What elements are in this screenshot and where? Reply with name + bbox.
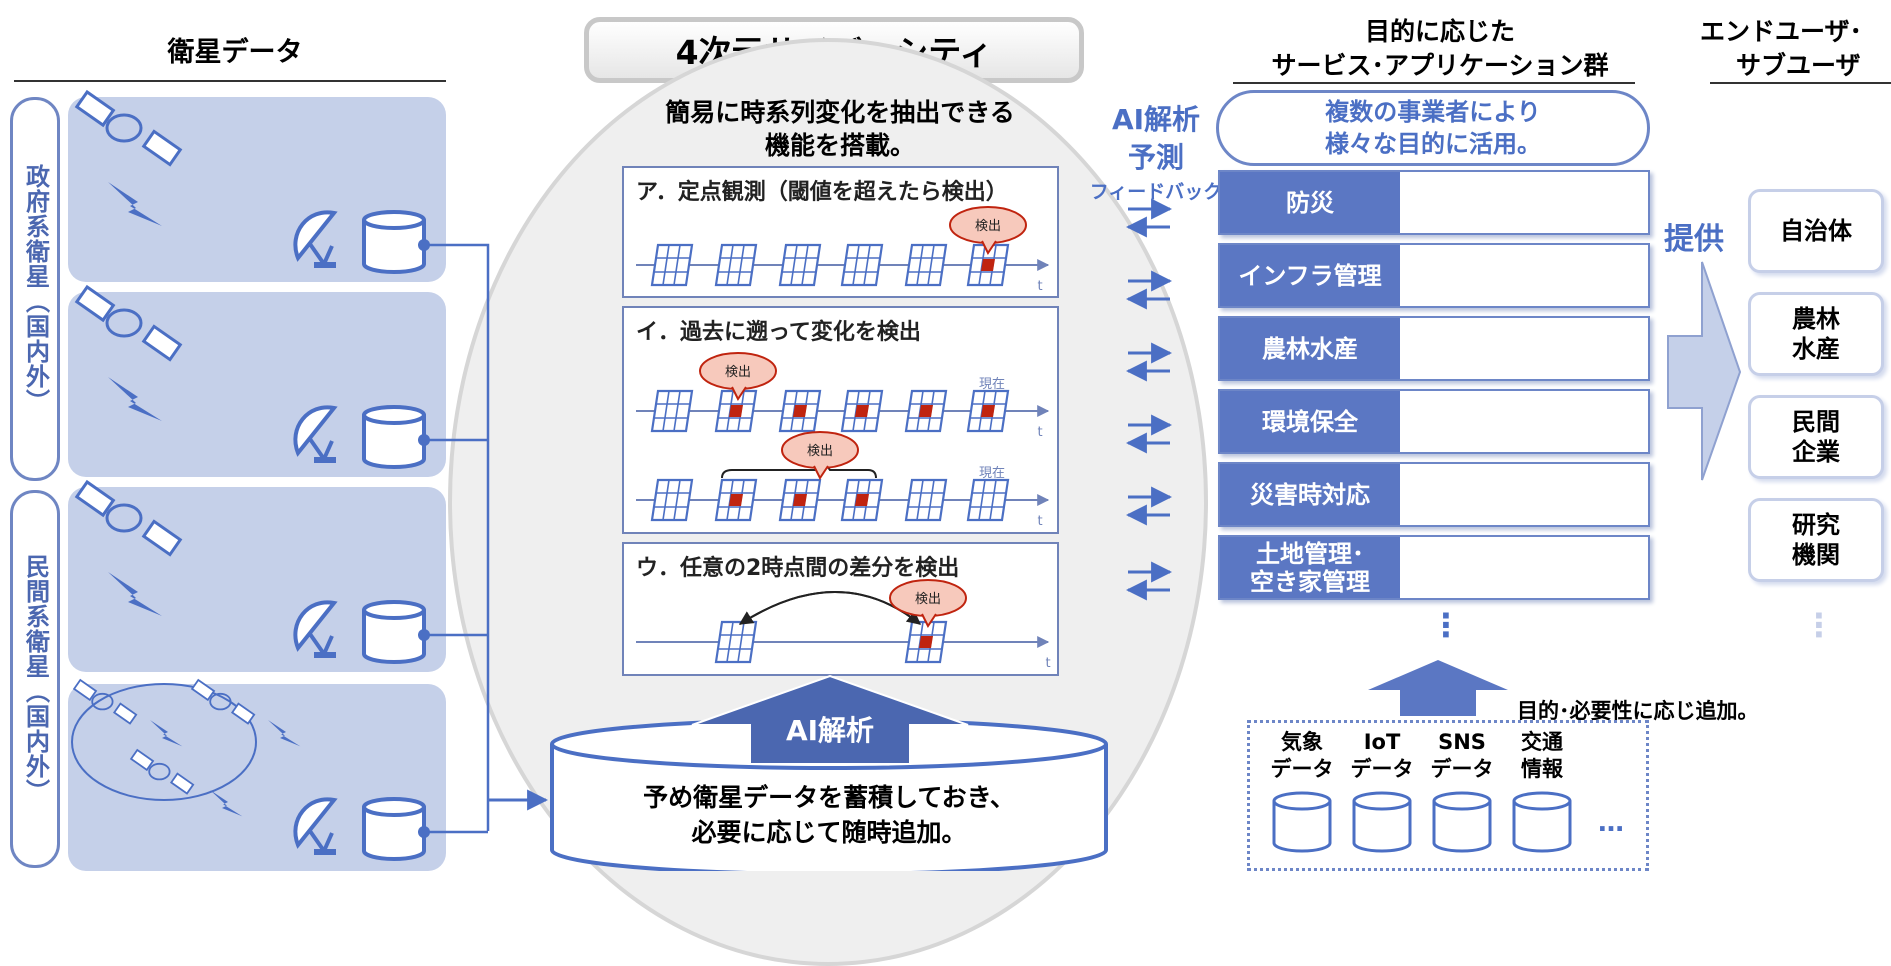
time-axis-label: t xyxy=(1037,279,1042,294)
storage-text-1: 予め衛星データを蓄積しておき、 xyxy=(643,783,1015,812)
time-axis-label: t xyxy=(1037,514,1042,529)
service-box-land-management[interactable]: 土地管理･ 空き家管理 xyxy=(1218,535,1650,600)
header-underline xyxy=(1710,82,1891,84)
satellite-icon xyxy=(75,90,182,167)
time-axis-label: t xyxy=(1037,425,1042,440)
feedback-arrow-icon xyxy=(1128,353,1170,371)
header-underline xyxy=(14,80,446,82)
service-box-agriculture[interactable]: 農林水産 xyxy=(1218,316,1650,381)
panel-difference: ウ．任意の2時点間の差分を検出 xyxy=(622,542,1059,676)
signal-bolt-icon xyxy=(108,377,162,421)
signal-bolt-icon xyxy=(210,790,243,817)
satellite-icon xyxy=(75,480,182,557)
service-box-disaster-prevention[interactable]: 防災 xyxy=(1218,170,1650,235)
header-end-users-1: エンドユーザ･ xyxy=(1700,17,1863,46)
database-icon xyxy=(362,600,426,664)
provide-label: 提供 xyxy=(1664,222,1724,257)
service-label: 防災 xyxy=(1220,172,1400,233)
user-agriculture[interactable]: 農林 水産 xyxy=(1748,292,1884,376)
user-label: 研究 機関 xyxy=(1792,511,1840,569)
header-end-users-2: サブユーザ xyxy=(1736,51,1861,80)
header-underline xyxy=(1233,82,1635,84)
add-note: 目的･必要性に応じ追加。 xyxy=(1517,699,1759,723)
antenna-dish-icon xyxy=(293,797,338,857)
header-services-1: 目的に応じた xyxy=(1364,17,1515,46)
database-icon xyxy=(1512,791,1572,853)
services-pill-line2: 様々な目的に活用。 xyxy=(1325,130,1541,158)
service-label: 環境保全 xyxy=(1220,391,1400,452)
signal-bolt-icon xyxy=(268,720,301,747)
panel-fixed-point-title: ア．定点観測（閾値を超えたら検出） xyxy=(636,180,1008,205)
user-label: 自治体 xyxy=(1780,217,1852,245)
source-label-weather: 気象データ xyxy=(1270,730,1334,781)
center-title-2: 機能を搭載。 xyxy=(764,131,915,160)
center-title-1: 簡易に時系列変化を抽出できる xyxy=(665,98,1015,127)
signal-bolt-icon xyxy=(108,182,162,226)
detect-label: 検出 xyxy=(725,365,751,380)
user-research[interactable]: 研究 機関 xyxy=(1748,498,1884,582)
feedback-arrow-icon xyxy=(1128,209,1170,227)
constellation-orbit-icon xyxy=(71,683,257,801)
ai-side-feedback: フィードバック xyxy=(1089,181,1223,203)
panel-retrospective-title: イ．過去に遡って変化を検出 xyxy=(636,320,921,345)
connector-lines xyxy=(424,243,490,834)
antenna-dish-icon xyxy=(293,600,338,660)
detect-label: 検出 xyxy=(975,219,1001,234)
storage-text-2: 必要に応じて随時追加。 xyxy=(691,818,966,847)
diagram-graphics: AI解析 予め衛星データを蓄積しておき、 必要に応じて随時追加。 検出 検出 検… xyxy=(71,90,1742,871)
feedback-arrow-icon xyxy=(1128,497,1170,515)
service-label: 災害時対応 xyxy=(1220,464,1400,525)
antenna-dish-icon xyxy=(293,405,338,465)
feedback-arrow-icon xyxy=(1128,425,1170,443)
service-box-infrastructure[interactable]: インフラ管理 xyxy=(1218,243,1650,308)
ai-side-predict: 予測 xyxy=(1127,141,1184,174)
header-services-2: サービス･アプリケーション群 xyxy=(1271,51,1609,80)
antenna-dish-icon xyxy=(293,210,338,270)
ai-side-analysis: AI解析 xyxy=(1111,103,1201,136)
database-icon xyxy=(362,210,426,274)
service-label: 土地管理･ 空き家管理 xyxy=(1220,537,1400,598)
private-satellite-label: 民間系衛星（国内外） xyxy=(10,490,60,868)
services-pill-line1: 複数の事業者により xyxy=(1325,98,1541,126)
user-label: 民間 企業 xyxy=(1792,408,1840,466)
feedback-arrow-icon xyxy=(1128,572,1170,590)
database-icon xyxy=(1352,791,1412,853)
user-municipality[interactable]: 自治体 xyxy=(1748,189,1884,273)
provide-arrow xyxy=(1667,261,1742,481)
header-satellite-data: 衛星データ xyxy=(167,37,303,68)
sources-more: … xyxy=(1598,808,1624,838)
database-icon xyxy=(362,797,426,861)
gov-satellite-label: 政府系衛星（国内外） xyxy=(10,97,60,481)
detect-label: 検出 xyxy=(807,444,833,459)
detect-label: 検出 xyxy=(915,592,941,607)
user-label: 農林 水産 xyxy=(1792,305,1840,363)
add-up-arrow xyxy=(1368,660,1508,716)
panel-difference-title: ウ．任意の2時点間の差分を検出 xyxy=(636,556,960,581)
source-label-traffic: 交通情報 xyxy=(1521,730,1563,781)
database-icon xyxy=(1272,791,1332,853)
database-icon xyxy=(362,405,426,469)
satellite-icon xyxy=(130,749,195,795)
signal-bolt-icon xyxy=(150,720,183,747)
now-label: 現在 xyxy=(979,466,1005,481)
database-icon xyxy=(1432,791,1492,853)
service-box-environment[interactable]: 環境保全 xyxy=(1218,389,1650,454)
service-box-disaster-response[interactable]: 災害時対応 xyxy=(1218,462,1650,527)
satellite-icon xyxy=(75,285,182,362)
time-axis-label: t xyxy=(1045,656,1050,671)
user-private-company[interactable]: 民間 企業 xyxy=(1748,395,1884,479)
satellite-icon xyxy=(73,679,138,725)
satellite-icon xyxy=(191,679,256,725)
ai-analysis-arrow xyxy=(691,674,969,765)
now-label: 現在 xyxy=(979,377,1005,392)
feedback-arrow-icon xyxy=(1128,281,1170,299)
service-label: インフラ管理 xyxy=(1220,245,1400,306)
signal-bolt-icon xyxy=(108,572,162,616)
storage-ai-label: AI解析 xyxy=(786,714,874,747)
service-label: 農林水産 xyxy=(1220,318,1400,379)
services-pill: 複数の事業者により 様々な目的に活用。 xyxy=(1216,90,1650,166)
